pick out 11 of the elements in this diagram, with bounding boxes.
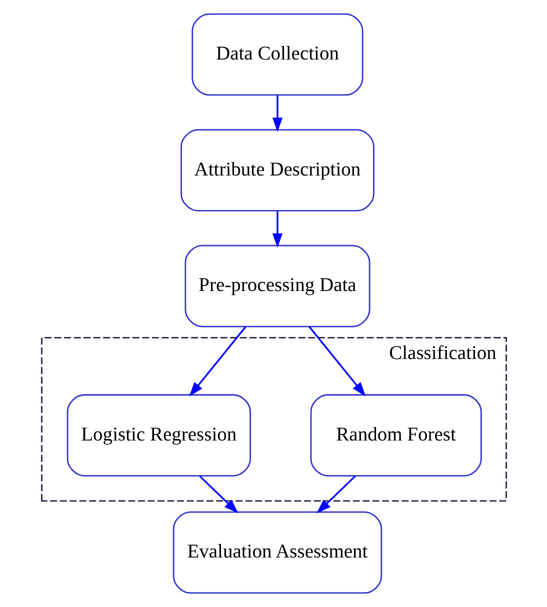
arrow (316, 475, 356, 514)
arrow (198, 475, 238, 514)
node-box: Pre-processing Data (184, 244, 370, 328)
node-box: Evaluation Assessment (172, 511, 382, 594)
node-box: Data Collection (191, 13, 363, 96)
arrow (272, 211, 282, 248)
node-box: Attribute Description (180, 129, 374, 212)
node-box: Random Forest (310, 394, 482, 476)
arrow (272, 95, 282, 132)
node-box: Logistic Regression (66, 394, 250, 476)
arrow (308, 326, 366, 397)
